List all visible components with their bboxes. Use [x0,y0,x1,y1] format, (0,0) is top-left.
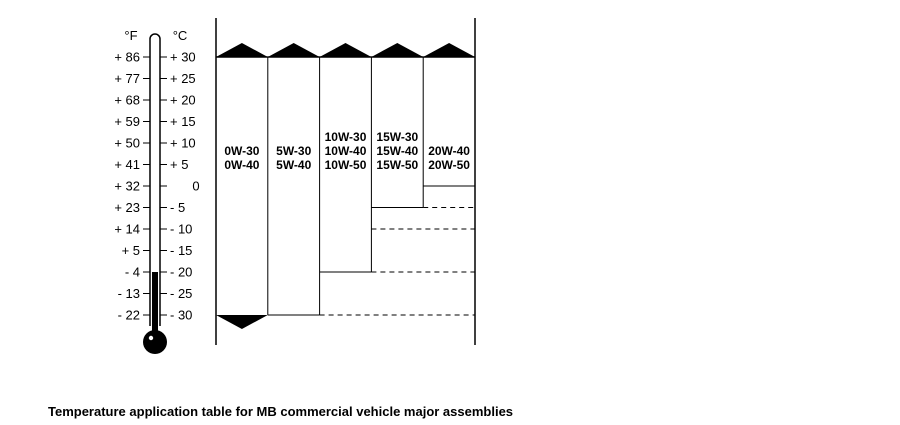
oil-grade-label: 5W-40 [276,158,311,172]
celsius-tick-label: - 25 [170,286,192,301]
oil-grade-label: 10W-30 [325,130,367,144]
celsius-tick-label: + 10 [170,136,196,151]
thermometer-bulb-highlight [148,335,154,341]
celsius-unit-label: °C [173,28,188,43]
oil-grade-label: 0W-40 [224,158,259,172]
fahrenheit-tick-label: + 5 [122,243,140,258]
fahrenheit-tick-label: + 23 [114,200,140,215]
thermometer-mercury [152,272,158,332]
celsius-tick-label: + 15 [170,114,196,129]
thermometer-bulb [143,330,167,354]
range-upper-arrow [216,43,268,57]
thermometer-icon [143,33,167,354]
fahrenheit-tick-label: + 68 [114,93,140,108]
fahrenheit-tick-label: - 22 [118,308,140,323]
oil-grade-label: 15W-50 [376,158,418,172]
oil-grade-label: 15W-30 [376,130,418,144]
celsius-tick-label: 0 [192,179,199,194]
celsius-tick-label: - 5 [170,200,185,215]
fahrenheit-tick-label: + 32 [114,179,140,194]
fahrenheit-tick-label: + 86 [114,50,140,65]
celsius-tick-label: - 15 [170,243,192,258]
oil-grade-label: 5W-30 [276,144,311,158]
celsius-tick-label: + 20 [170,93,196,108]
fahrenheit-tick-label: + 14 [114,222,140,237]
range-upper-arrow [319,43,372,57]
temperature-scale: + 86+ 30+ 77+ 25+ 68+ 20+ 59+ 15+ 50+ 10… [114,50,199,323]
fahrenheit-tick-label: - 4 [125,265,140,280]
range-lower-arrow [216,315,268,329]
oil-grade-table: 0W-300W-405W-305W-4010W-3010W-4010W-5015… [215,18,476,345]
celsius-tick-label: + 30 [170,50,196,65]
range-upper-arrow [371,43,424,57]
celsius-tick-label: - 30 [170,308,192,323]
fahrenheit-unit-label: °F [124,28,137,43]
oil-grade-label: 20W-40 [428,144,470,158]
celsius-tick-label: + 5 [170,157,188,172]
oil-grade-label: 10W-50 [325,158,367,172]
fahrenheit-tick-label: + 50 [114,136,140,151]
oil-grade-label: 20W-50 [428,158,470,172]
range-upper-arrow [423,43,475,57]
fahrenheit-tick-label: - 13 [118,286,140,301]
oil-grade-label: 10W-40 [325,144,367,158]
oil-grade-label: 15W-40 [376,144,418,158]
fahrenheit-tick-label: + 59 [114,114,140,129]
viscosity-temperature-diagram: °F °C + 86 + 30 + 77 + 25 + 68 + 20 + 59 + 15 + … [114,18,476,354]
fahrenheit-tick-label: + 41 [114,157,140,172]
celsius-tick-label: + 25 [170,71,196,86]
celsius-tick-label: - 20 [170,265,192,280]
oil-grade-label: 0W-30 [224,144,259,158]
range-upper-arrow [267,43,320,57]
fahrenheit-tick-label: + 77 [114,71,140,86]
thermometer-tube [149,33,161,326]
celsius-tick-label: - 10 [170,222,192,237]
figure-caption: Temperature application table for MB com… [48,404,514,419]
